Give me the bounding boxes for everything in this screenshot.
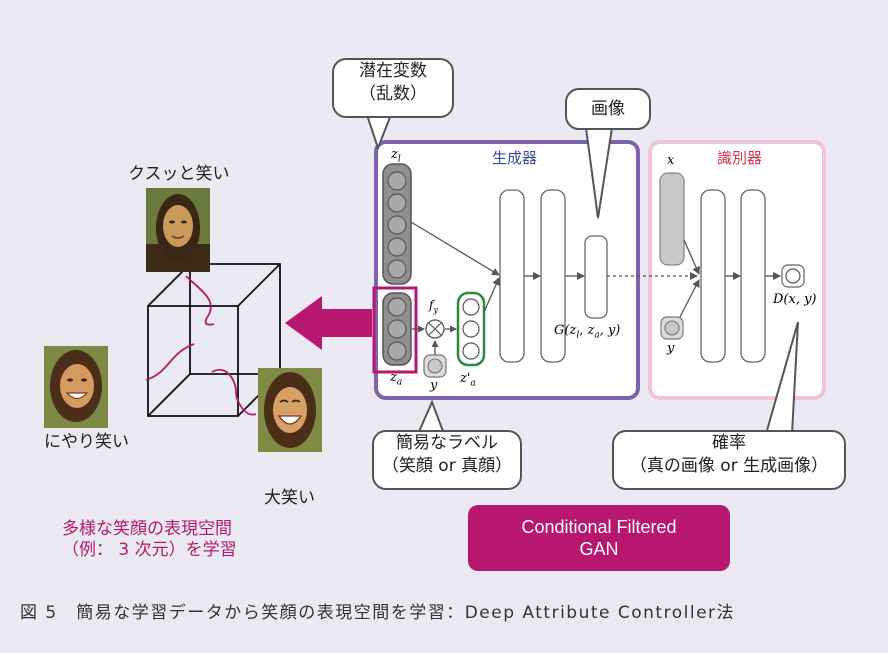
prob-callout: 確率 （真の画像 or 生成画像）	[612, 430, 846, 490]
d-output-label: D(x, y)	[773, 292, 817, 307]
discriminator-title: 識別器	[717, 149, 763, 167]
discriminator-box	[648, 140, 826, 400]
za-highlight	[372, 286, 418, 374]
latent-callout: 潜在変数 （乱数）	[332, 58, 454, 118]
disc-output-node	[781, 264, 805, 288]
zpa-units	[462, 298, 480, 360]
disc-x-input	[659, 172, 685, 266]
disc-x-label: x	[667, 153, 675, 168]
disc-layer-2	[740, 189, 766, 363]
laugh-face-image	[258, 368, 322, 452]
figure-caption: 図 5 簡易な学習データから笑顔の表現空間を学習：Deep Attribute …	[20, 603, 736, 623]
y-label: y	[430, 378, 438, 393]
za-label: za	[390, 370, 403, 388]
gen-layer-1	[499, 189, 525, 363]
laugh-curve	[211, 369, 257, 416]
image-callout: 画像	[565, 88, 651, 130]
zl-units	[387, 171, 407, 279]
disc-y-label: y	[667, 341, 675, 356]
fy-multiply-node	[425, 319, 445, 339]
zpa-to-gen-arrow	[483, 277, 500, 313]
space-text: 多様な笑顔の表現空間 （例： 3 次元）を学習	[62, 519, 237, 561]
gen-output-image	[584, 235, 608, 319]
zl-label: zl	[391, 147, 401, 165]
fy-label: fy	[429, 298, 438, 315]
g-output-label: G(zl, za, y)	[554, 323, 621, 341]
disc-y-unit	[664, 320, 680, 336]
laugh-label: 大笑い	[264, 488, 315, 508]
generator-title: 生成器	[492, 149, 538, 167]
grin-face-image	[44, 346, 108, 428]
y-input-unit	[427, 358, 443, 374]
zpa-label: z'a	[460, 371, 476, 389]
smirk-label: クスッと笑い	[128, 164, 230, 184]
disc-layer-1	[700, 189, 726, 363]
zl-to-gen-arrow	[410, 221, 500, 276]
conditional-gan-label: Conditional Filtered GAN	[468, 505, 730, 571]
grin-curve	[145, 343, 195, 381]
disc-y-arrow	[679, 279, 700, 318]
disc-x-arrow	[683, 239, 700, 275]
label-callout: 簡易なラベル （笑顔 or 真顔）	[372, 430, 522, 490]
grin-label: にやり笑い	[44, 432, 129, 452]
smirk-curve	[185, 275, 215, 326]
za-units	[387, 297, 407, 361]
big-magenta-arrow	[285, 296, 372, 350]
smirk-face-image	[146, 188, 210, 272]
